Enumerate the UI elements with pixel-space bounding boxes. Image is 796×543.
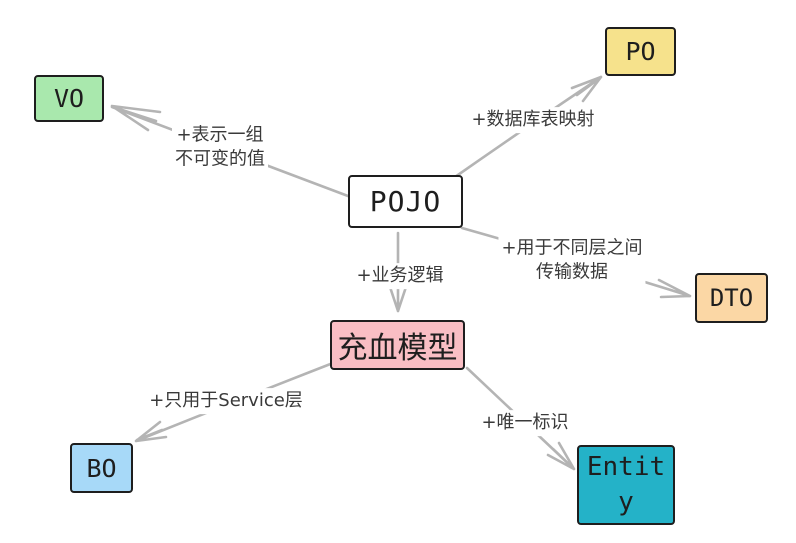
- edge-label-pojo-rich: +业务逻辑: [353, 263, 447, 289]
- node-dto-label: DTO: [709, 284, 754, 312]
- edge-label-pojo-po: +数据库表映射: [468, 107, 598, 133]
- node-bo: BO: [70, 443, 133, 493]
- node-po-label: PO: [625, 37, 656, 66]
- edge-label-rich-bo: +只用于Service层: [146, 388, 306, 414]
- node-dto: DTO: [695, 273, 768, 323]
- node-rich-model-label: 充血模型: [337, 331, 458, 366]
- node-rich-model: 充血模型: [330, 320, 465, 370]
- node-vo: VO: [34, 75, 104, 122]
- edge-label-pojo-dto: +用于不同层之间 传输数据: [498, 235, 646, 285]
- edge-label-rich-entity: +唯一标识: [478, 410, 572, 436]
- node-bo-label: BO: [86, 453, 117, 483]
- edge-label-pojo-vo: +表示一组 不可变的值: [172, 122, 268, 172]
- node-pojo-label: POJO: [369, 185, 442, 218]
- node-po: PO: [605, 27, 676, 76]
- node-entity: Entity: [577, 445, 675, 525]
- node-entity-label: Entity: [586, 451, 666, 517]
- node-vo-label: VO: [53, 84, 85, 113]
- node-pojo: POJO: [348, 175, 463, 228]
